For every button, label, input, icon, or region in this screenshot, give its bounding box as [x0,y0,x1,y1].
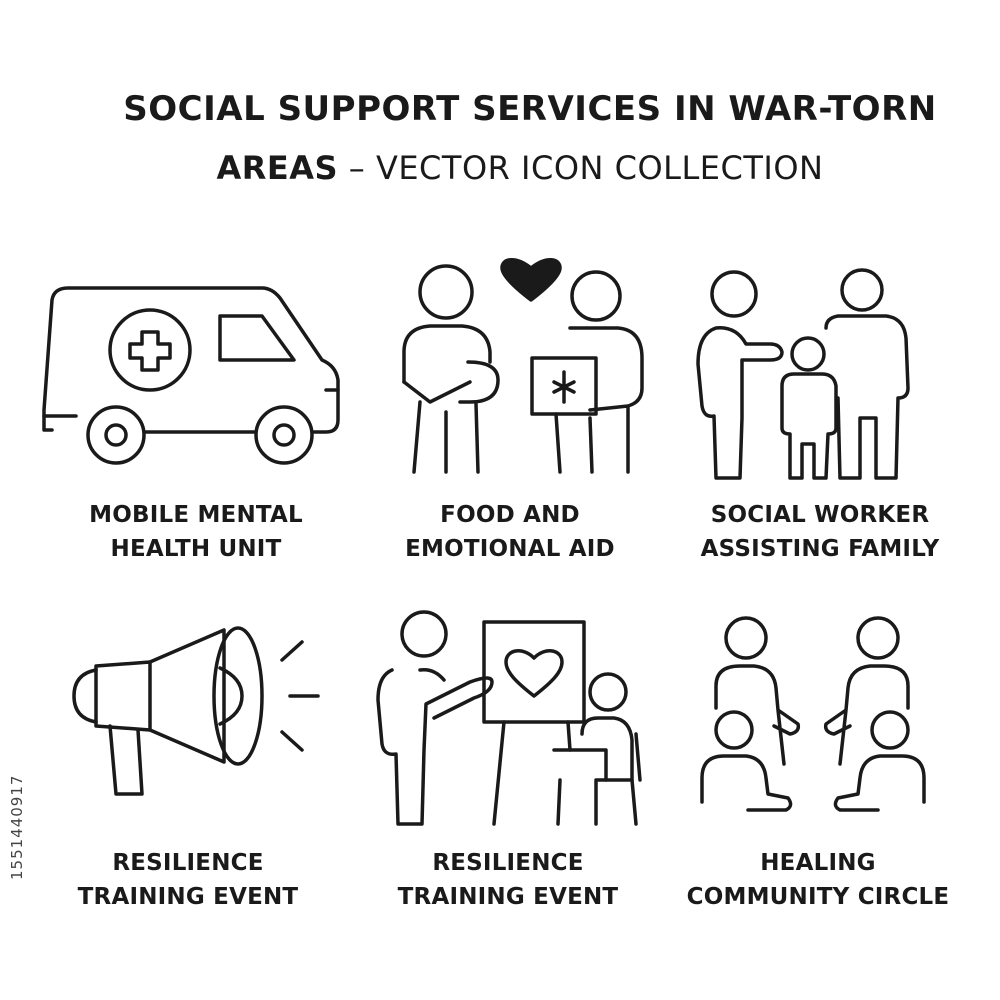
heart-icon [504,649,564,698]
social-worker-family-icon [690,268,920,483]
presentation-board-icon [374,610,654,835]
heart-icon [500,258,562,302]
community-circle-icon [694,614,934,824]
ambulance-van-icon [40,280,345,465]
stock-id: 1551440917 [8,774,26,880]
megaphone-icon [66,622,326,802]
food-aid-icon [390,258,650,482]
page-subtitle: AREAS – VECTOR ICON COLLECTION [0,152,1000,184]
page-title: SOCIAL SUPPORT SERVICES IN WAR-TORN [123,89,937,129]
subtitle-rest: – VECTOR ICON COLLECTION [338,149,824,187]
subtitle-bold: AREAS [216,149,339,187]
